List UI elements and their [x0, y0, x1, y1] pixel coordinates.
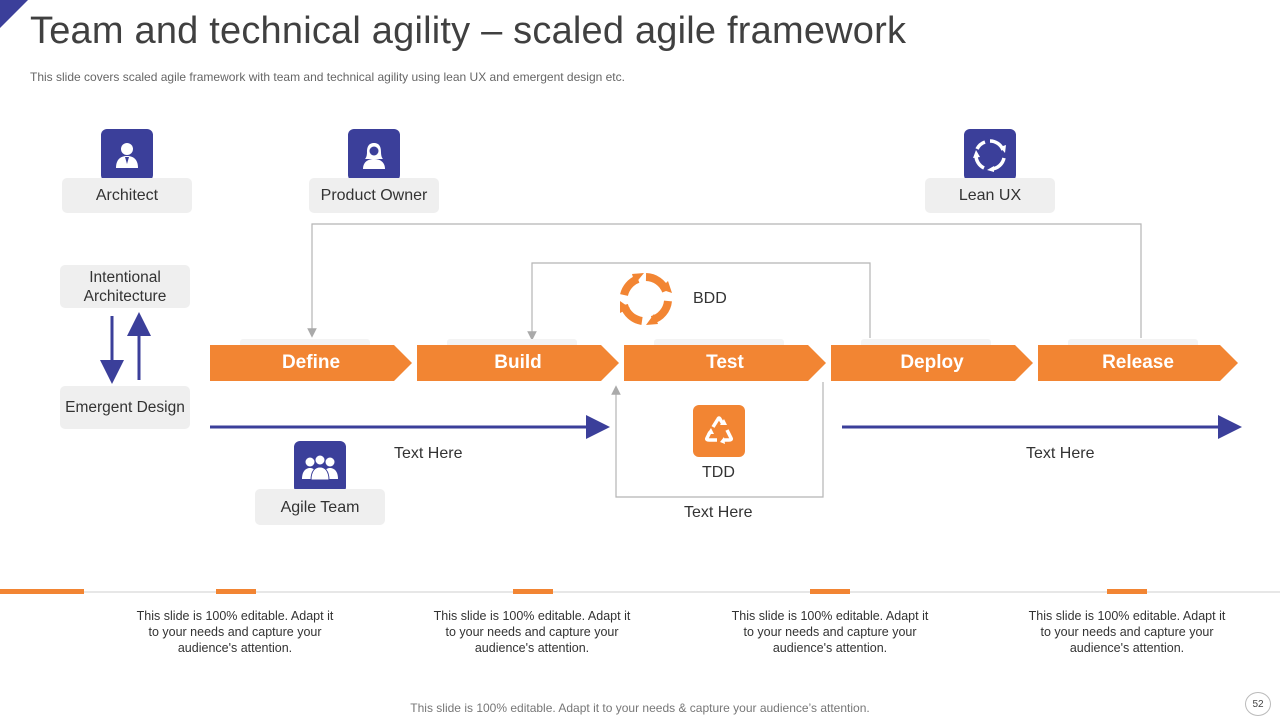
corner-accent [0, 0, 28, 28]
card-accent [513, 589, 553, 594]
card-accent [1107, 589, 1147, 594]
footer-note: This slide is 100% editable. Adapt it to… [410, 701, 870, 715]
emergent-design-label: Emergent Design [60, 386, 190, 429]
page-subtitle: This slide covers scaled agile framework… [30, 70, 625, 84]
woman-icon [348, 129, 400, 181]
intentional-architecture-label: Intentional Architecture [60, 265, 190, 308]
page-title: Team and technical agility – scaled agil… [30, 10, 907, 52]
refresh-cycle-icon [964, 129, 1016, 181]
product-owner-label: Product Owner [309, 178, 439, 213]
team-icon [294, 441, 346, 493]
recycle-icon [693, 405, 745, 457]
page-number: 52 [1245, 692, 1271, 716]
bdd-label: BDD [693, 290, 727, 307]
card-text: This slide is 100% editable. Adapt it to… [136, 609, 334, 655]
person-icon [101, 129, 153, 181]
architect-label: Architect [62, 178, 192, 213]
tdd-label: TDD [702, 464, 735, 481]
card-text: This slide is 100% editable. Adapt it to… [433, 609, 631, 655]
stage-define: Define [210, 345, 412, 381]
stage-test: Test [624, 345, 826, 381]
card-accent [216, 589, 256, 594]
agile-team-label: Agile Team [255, 489, 385, 525]
card-accent [810, 589, 850, 594]
text-here-right: Text Here [1026, 445, 1095, 462]
stage-build: Build [417, 345, 619, 381]
card-text: This slide is 100% editable. Adapt it to… [1028, 609, 1226, 655]
text-here-center: Text Here [684, 504, 753, 521]
cycle-arrows-icon [618, 271, 674, 327]
stage-release: Release [1038, 345, 1238, 381]
lean-ux-label: Lean UX [925, 178, 1055, 213]
divider-accent [0, 589, 84, 594]
card-text: This slide is 100% editable. Adapt it to… [731, 609, 929, 655]
text-here-left: Text Here [394, 445, 463, 462]
stage-deploy: Deploy [831, 345, 1033, 381]
